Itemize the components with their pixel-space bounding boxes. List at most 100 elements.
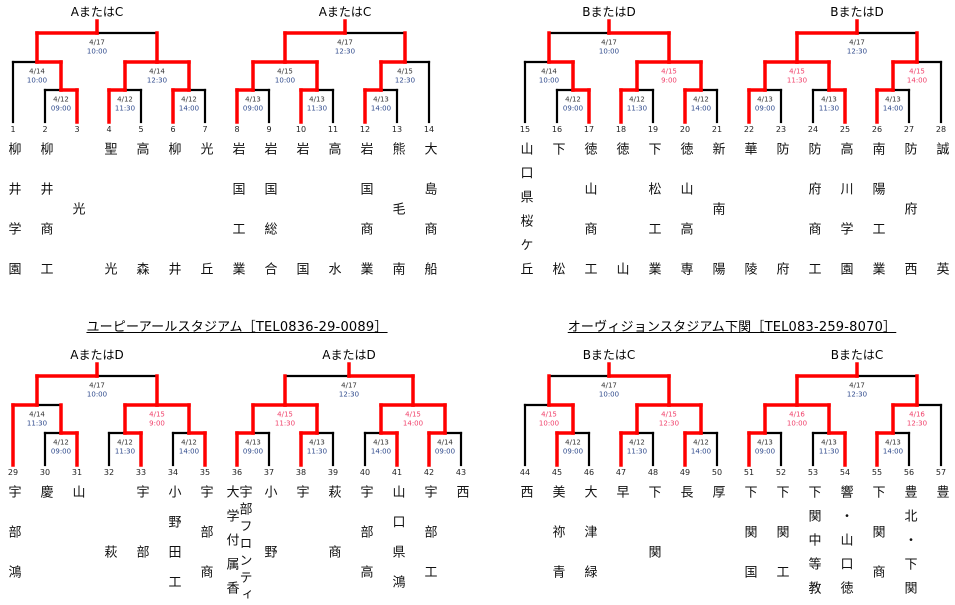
team-name: 宇 xyxy=(293,484,309,605)
match-date: 4/17 xyxy=(849,381,865,390)
match-date: 4/15 xyxy=(541,410,557,419)
match-time: 10:00 xyxy=(598,47,620,56)
seed-number: 51 xyxy=(743,468,755,477)
seed-number: 24 xyxy=(807,125,819,134)
team-name: 防府 xyxy=(773,141,789,382)
team-name: 厚 xyxy=(709,484,725,605)
team-name: 早 xyxy=(613,484,629,605)
match-time: 9:00 xyxy=(149,419,165,428)
seed-number: 30 xyxy=(39,468,51,477)
match-date: 4/17 xyxy=(89,381,105,390)
match-time: 12:30 xyxy=(146,76,168,85)
seed-number: 47 xyxy=(615,468,627,477)
team-name: 西 xyxy=(517,484,533,605)
match-time: 11:30 xyxy=(114,104,136,113)
team-name: 防府西 xyxy=(901,141,917,322)
seed-number: 54 xyxy=(839,468,851,477)
match-date: 4/13 xyxy=(309,95,325,104)
match-time: 14:00 xyxy=(178,447,200,456)
match-time: 10:00 xyxy=(274,76,296,85)
match-time: 09:00 xyxy=(242,447,264,456)
seed-number: 19 xyxy=(647,125,659,134)
seed-number: 4 xyxy=(106,125,112,134)
match-date: 4/12 xyxy=(117,438,133,447)
seed-number: 18 xyxy=(615,125,627,134)
match-time: 11:30 xyxy=(818,104,840,113)
team-name: 岩国 xyxy=(293,141,309,382)
seed-number: 22 xyxy=(743,125,755,134)
seed-number: 36 xyxy=(231,468,243,477)
match-time: 10:00 xyxy=(538,419,560,428)
seed-number: 11 xyxy=(327,125,339,134)
bracket-group-label: AまたはD xyxy=(322,348,376,362)
match-date: 4/13 xyxy=(757,95,773,104)
match-time: 14:00 xyxy=(370,447,392,456)
team-name: 徳山商工 xyxy=(581,141,597,302)
team-name: 光 xyxy=(69,201,85,262)
team-name: 光丘 xyxy=(197,141,213,382)
team-name: 宇部工 xyxy=(421,484,437,605)
seed-number: 17 xyxy=(583,125,595,134)
seed-number: 15 xyxy=(519,125,531,134)
match-date: 4/12 xyxy=(53,95,69,104)
match-time: 10:00 xyxy=(538,76,560,85)
match-date: 4/14 xyxy=(29,410,45,419)
team-name: 熊毛南 xyxy=(389,141,405,322)
venue-title-left: ユーピーアールスタジアム［TEL0836-29-0089］ xyxy=(86,320,388,335)
seed-number: 26 xyxy=(871,125,883,134)
match-time: 09:00 xyxy=(562,447,584,456)
match-date: 4/15 xyxy=(277,67,293,76)
seed-number: 27 xyxy=(903,125,915,134)
seed-number: 13 xyxy=(391,125,403,134)
match-date: 4/15 xyxy=(661,67,677,76)
match-date: 4/12 xyxy=(117,95,133,104)
match-date: 4/13 xyxy=(757,438,773,447)
match-time: 14:00 xyxy=(690,447,712,456)
team-name: 大島商船 xyxy=(421,141,437,302)
match-time: 11:30 xyxy=(306,447,328,456)
match-date: 4/15 xyxy=(789,67,805,76)
team-name: 長 xyxy=(677,484,693,605)
bracket-group-label: BまたはD xyxy=(582,5,636,19)
team-name: 防府商工 xyxy=(805,141,821,302)
team-name: 徳山 xyxy=(613,141,629,382)
team-name: 山 xyxy=(69,484,85,605)
match-time: 11:30 xyxy=(626,104,648,113)
match-time: 12:30 xyxy=(394,76,416,85)
match-date: 4/17 xyxy=(341,381,357,390)
match-date: 4/14 xyxy=(149,67,165,76)
match-time: 12:30 xyxy=(846,47,868,56)
team-name: 柳井学園 xyxy=(5,141,21,302)
team-name: 響・山口徳 xyxy=(837,484,853,605)
seed-number: 45 xyxy=(551,468,563,477)
match-time: 14:00 xyxy=(370,104,392,113)
team-name: 慶 xyxy=(37,484,53,605)
match-time: 09:00 xyxy=(754,447,776,456)
match-time: 14:00 xyxy=(906,76,928,85)
team-name: 萩商 xyxy=(325,484,341,605)
match-time: 12:30 xyxy=(906,419,928,428)
match-time: 11:30 xyxy=(626,447,648,456)
team-name: 山口県鴻 xyxy=(389,484,405,605)
seed-number: 28 xyxy=(935,125,947,134)
seed-number: 53 xyxy=(807,468,819,477)
team-name: 豊北・下関 xyxy=(901,484,917,605)
match-date: 4/12 xyxy=(629,438,645,447)
seed-number: 33 xyxy=(135,468,147,477)
seed-number: 46 xyxy=(583,468,595,477)
bracket-group-label: AまたはC xyxy=(318,5,372,19)
team-name: 新南陽 xyxy=(709,141,725,322)
match-date: 4/13 xyxy=(373,438,389,447)
match-date: 4/13 xyxy=(885,95,901,104)
team-name: 徳山高専 xyxy=(677,141,693,302)
seed-number: 50 xyxy=(711,468,723,477)
bracket-group-label: BまたはC xyxy=(830,348,884,362)
match-time: 14:00 xyxy=(402,419,424,428)
seed-number: 9 xyxy=(266,125,272,134)
match-time: 09:00 xyxy=(434,447,456,456)
seed-number: 16 xyxy=(551,125,563,134)
match-time: 12:30 xyxy=(846,390,868,399)
match-time: 11:30 xyxy=(306,104,328,113)
team-name: 岩国総合 xyxy=(261,141,277,302)
seed-number: 43 xyxy=(455,468,467,477)
